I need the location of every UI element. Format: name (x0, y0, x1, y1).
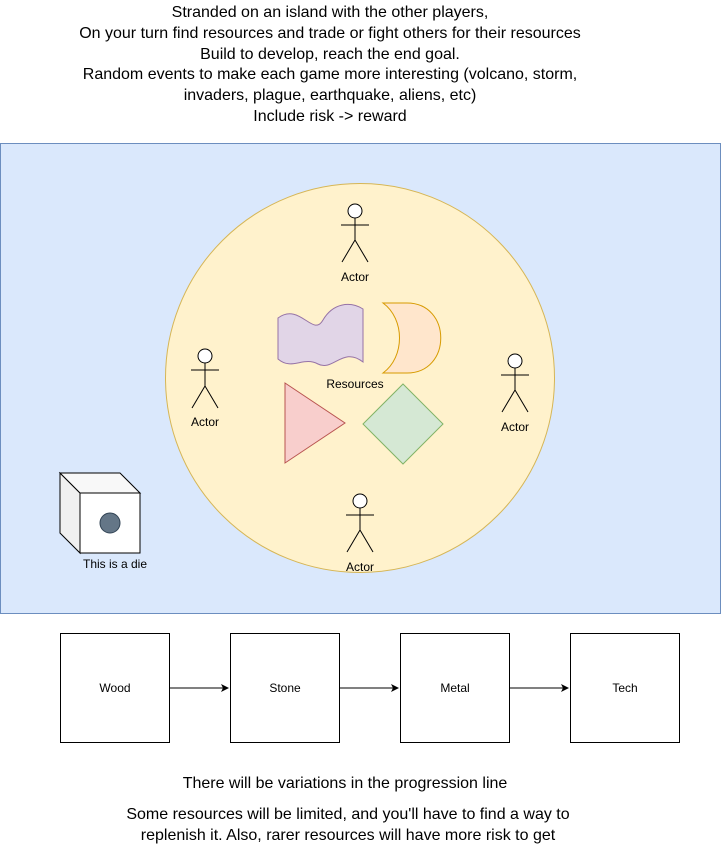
red-triangle-resource (284, 382, 346, 464)
progression-label: Stone (269, 681, 301, 695)
progression-box-wood: Wood (60, 633, 170, 743)
progression-label: Metal (440, 681, 470, 695)
progression-label: Tech (612, 681, 638, 695)
note-line: replenish it. Also, rarer resources will… (140, 826, 556, 844)
intro-line: invaders, plague, earthquake, aliens, et… (183, 87, 477, 105)
progression-box-tech: Tech (570, 633, 680, 743)
limited-resources-note: Some resources will be limited, and you'… (0, 805, 696, 847)
actor-top-label: Actor (340, 270, 369, 284)
intro-line: Random events to make each game more int… (82, 66, 578, 84)
intro-line: Build to develop, reach the end goal. (200, 45, 460, 63)
resources-label: Resources (326, 377, 384, 391)
actor-top-figure (341, 203, 369, 263)
progression-box-metal: Metal (400, 633, 510, 743)
purple-wave-resource (277, 303, 364, 367)
actor-bottom-label: Actor (345, 560, 374, 574)
die-label: This is a die (82, 557, 148, 571)
variations-note: There will be variations in the progress… (182, 775, 508, 792)
note-line: Some resources will be limited, and you'… (126, 806, 570, 823)
intro-text: Stranded on an island with the other pla… (0, 3, 660, 128)
progression-box-stone: Stone (230, 633, 340, 743)
actor-left-figure (191, 348, 219, 409)
orange-moon-resource (381, 302, 442, 374)
actor-bottom-figure (346, 493, 374, 553)
actor-left-label: Actor (190, 415, 219, 429)
intro-line: Include risk -> reward (253, 107, 407, 125)
progression-label: Wood (99, 681, 131, 695)
die-icon (58, 471, 142, 555)
intro-line: Stranded on an island with the other pla… (171, 4, 489, 21)
actor-right-figure (501, 353, 529, 413)
green-diamond-resource (362, 383, 444, 465)
actor-right-label: Actor (500, 420, 529, 434)
intro-line: On your turn find resources and trade or… (79, 24, 581, 42)
